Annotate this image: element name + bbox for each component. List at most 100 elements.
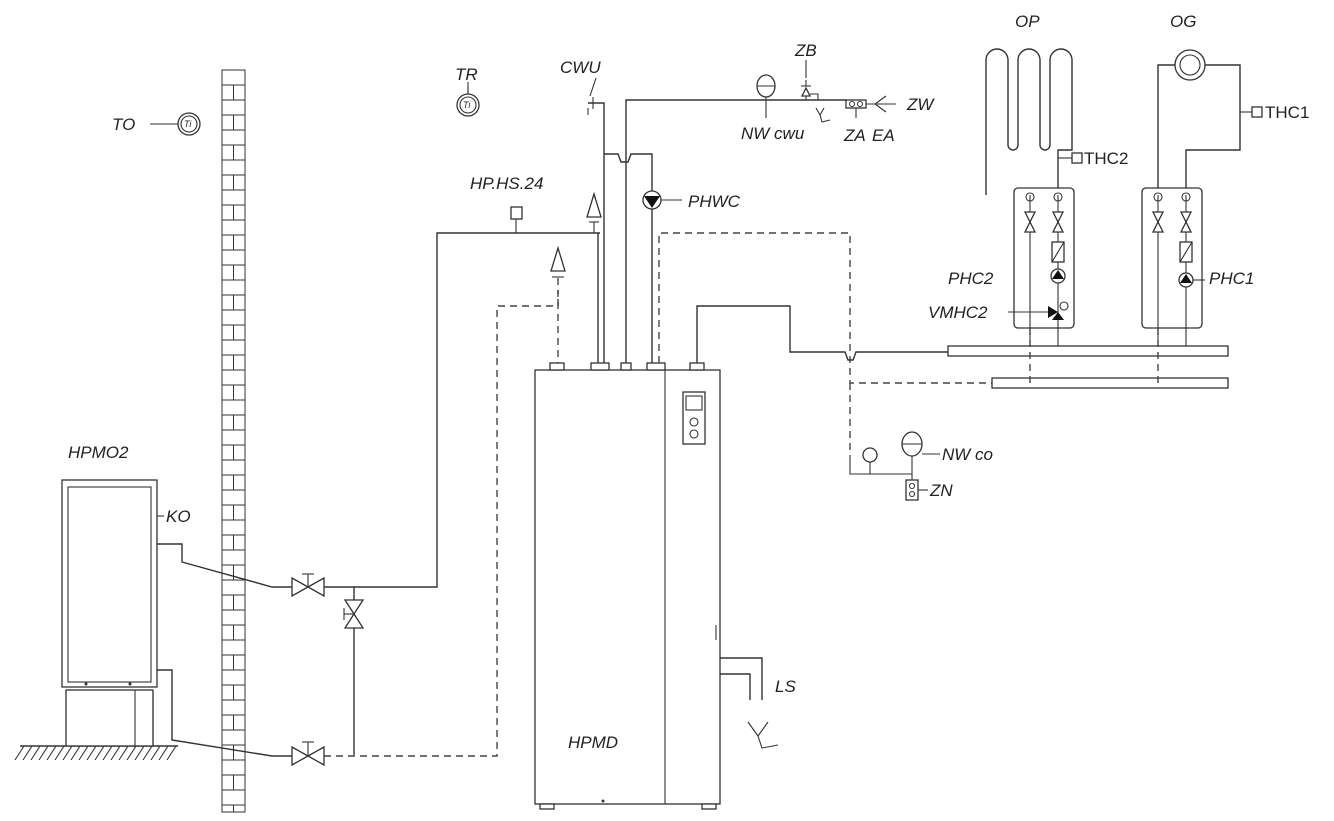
label-tr: TR: [455, 65, 478, 84]
heating-supply-pipe: [696, 305, 948, 363]
brick: [221, 429, 246, 446]
outdoor-unit-hpmo2: [61, 479, 158, 747]
brick: [221, 669, 246, 686]
expansion-vessel-nw-co: [849, 431, 940, 475]
label-nw-cwu: NW cwu: [741, 124, 805, 143]
brick: [221, 339, 246, 356]
air-vent-upper: [586, 191, 602, 233]
control-panel[interactable]: [682, 391, 706, 445]
brick: [221, 474, 234, 491]
brick: [233, 594, 246, 611]
to-ti-symbol: Ti: [184, 119, 192, 129]
bypass-valve[interactable]: [343, 599, 365, 629]
valve-zn[interactable]: [905, 474, 928, 501]
label-nw-co: NW co: [942, 445, 993, 464]
brick: [221, 744, 234, 761]
brick: [221, 324, 234, 341]
brick: [221, 414, 234, 431]
hatch-line: [70, 745, 81, 761]
brick: [221, 549, 246, 566]
shutoff-valve-return[interactable]: [291, 741, 325, 767]
pump-phwc[interactable]: [642, 190, 682, 210]
brick: [221, 594, 234, 611]
brick: [233, 504, 246, 521]
hatch-line: [110, 745, 121, 761]
brick: [221, 309, 246, 326]
label-za: ZA: [843, 126, 866, 145]
hatch-line: [54, 745, 65, 761]
brick: [233, 474, 246, 491]
brick: [221, 399, 246, 416]
label-hpmd: HPMD: [568, 733, 618, 752]
hatch-line: [78, 745, 89, 761]
hatch-line: [22, 745, 33, 761]
brick: [221, 219, 246, 236]
hatch-line: [134, 745, 145, 761]
brick: [221, 159, 246, 176]
brick: [233, 534, 246, 551]
label-og: OG: [1170, 12, 1196, 31]
tr-ti-symbol: Ti: [463, 100, 471, 110]
label-zb: ZB: [794, 41, 817, 60]
label-phc1: PHC1: [1209, 269, 1254, 288]
shutoff-valve-supply[interactable]: [291, 573, 325, 598]
cwu-leader: [589, 77, 597, 97]
hatch-line: [62, 745, 73, 761]
brick: [221, 759, 246, 776]
hatch-line: [14, 745, 25, 761]
thc2-sensor: [1058, 152, 1083, 164]
hatch-line: [126, 745, 137, 761]
brick: [233, 684, 246, 701]
thc1-sensor: [1240, 106, 1263, 118]
brick: [233, 414, 246, 431]
label-ko: KO: [166, 507, 191, 526]
brick: [233, 654, 246, 671]
brick: [233, 144, 246, 161]
brick: [233, 114, 246, 131]
brick: [221, 114, 234, 131]
brick: [221, 204, 234, 221]
label-zw: ZW: [906, 95, 935, 114]
brick: [221, 279, 246, 296]
label-phwc: PHWC: [688, 192, 741, 211]
brick: [221, 369, 246, 386]
brick: [233, 294, 246, 311]
air-vent-lower: [550, 245, 566, 278]
brick: [221, 624, 234, 641]
brick: [221, 684, 234, 701]
brick: [221, 459, 246, 476]
hatch-line: [46, 745, 57, 761]
return-dashed-line: [324, 290, 559, 757]
brick: [221, 294, 234, 311]
brick: [221, 789, 246, 806]
brick: [233, 234, 246, 251]
radiator-og: [1157, 49, 1241, 195]
hatch-line: [150, 745, 161, 761]
brick: [221, 714, 234, 731]
hpmd-top-connections: [549, 362, 705, 371]
brick: [221, 564, 234, 581]
valve-za[interactable]: [845, 99, 867, 118]
hatch-line: [142, 745, 153, 761]
brick: [221, 639, 246, 656]
brick: [221, 144, 234, 161]
label-thc2: THC2: [1084, 149, 1128, 168]
brick: [221, 699, 246, 716]
hatch-line: [86, 745, 97, 761]
brick: [233, 204, 246, 221]
drain-ls: [720, 657, 779, 749]
brick: [221, 519, 246, 536]
brick: [221, 384, 234, 401]
cold-water-line: [625, 99, 815, 363]
cwu-outlet: [588, 102, 605, 154]
hydraulic-group-2: [1013, 187, 1075, 346]
brick: [221, 444, 234, 461]
hatch-line: [158, 745, 169, 761]
safety-valve-zb: [800, 80, 831, 123]
brick: [233, 264, 246, 281]
brick: [233, 804, 246, 813]
brick: [221, 654, 234, 671]
hatch-line: [166, 745, 177, 761]
circulation-loop: [604, 153, 653, 363]
